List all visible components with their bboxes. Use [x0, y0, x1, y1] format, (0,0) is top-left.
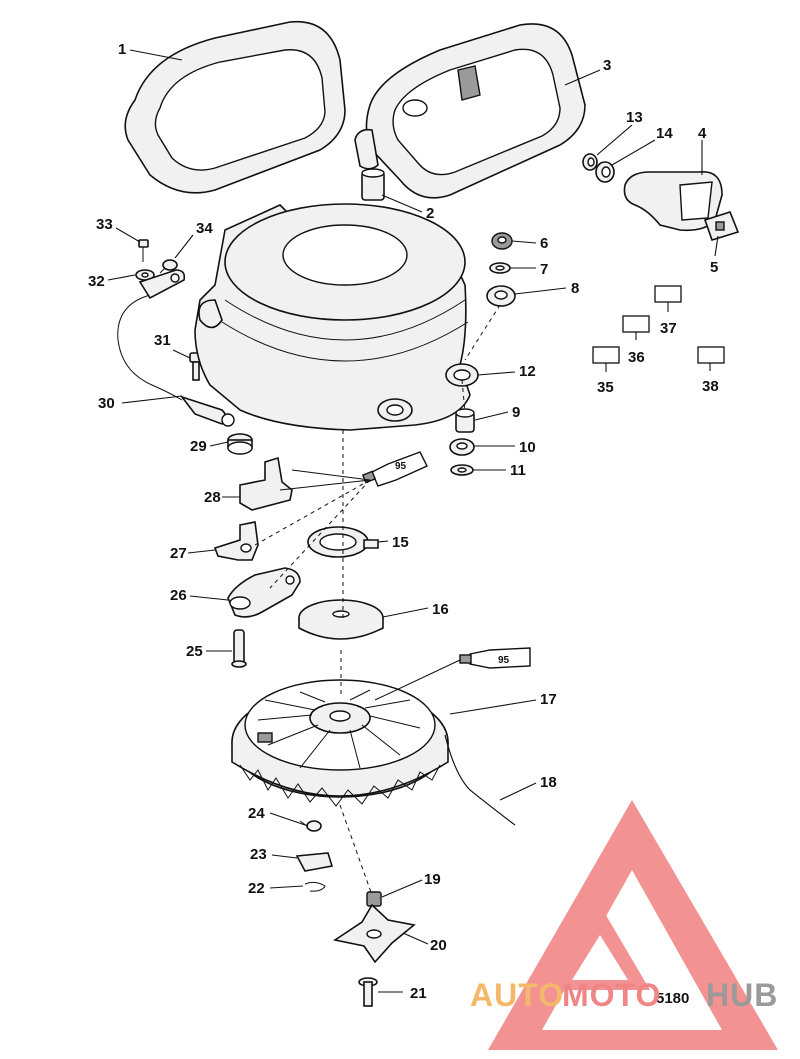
callout-3: 3: [603, 57, 611, 74]
callout-6: 6: [540, 235, 548, 252]
part-34-clip: [159, 259, 178, 274]
callout-9: 9: [512, 404, 520, 421]
callout-38: 38: [702, 378, 719, 395]
part-10-grommet: [449, 438, 475, 456]
callout-22: 22: [248, 880, 265, 897]
part-35-decal-box: [592, 346, 620, 364]
callout-5: 5: [710, 259, 718, 276]
callout-12: 12: [519, 363, 536, 380]
callout-2: 2: [426, 205, 434, 222]
part-2-bushing: [361, 168, 385, 201]
part-16-spring-housing: [298, 599, 384, 640]
callout-21: 21: [410, 985, 427, 1002]
part-30-ground-wire: [117, 269, 235, 427]
leader-lines: [107, 49, 719, 993]
callout-numbers: 1 2 3 4 5 6 7 8 9 10 11 12 13 14 15 16 1…: [88, 41, 719, 1002]
assembly-lines: [254, 304, 501, 896]
callout-14: 14: [656, 125, 673, 142]
part-37-decal-box: [654, 285, 682, 303]
callout-27: 27: [170, 545, 187, 562]
callout-15: 15: [392, 534, 409, 551]
watermark-text-auto: AUTO: [470, 977, 564, 1013]
part-17-pulley: [231, 679, 449, 807]
part-36-decal-box: [622, 315, 650, 333]
figure-number: 5180: [656, 990, 689, 1007]
callout-23: 23: [250, 846, 267, 863]
part-38-decal-box: [697, 346, 725, 364]
callout-16: 16: [432, 601, 449, 618]
part-5-handle-insert: [703, 211, 740, 241]
callout-35: 35: [597, 379, 614, 396]
part-6-nut: [491, 232, 513, 250]
callout-11: 11: [510, 462, 526, 479]
callout-28: 28: [204, 489, 221, 506]
part-23-pawl: [295, 852, 334, 872]
part-1-seal-ring: [124, 20, 346, 194]
callout-26: 26: [170, 587, 187, 604]
part-24-spring: [299, 820, 322, 832]
callout-31: 31: [154, 332, 171, 349]
callout-33: 33: [96, 216, 113, 233]
part-3-cover-housing: [354, 23, 586, 199]
callout-10: 10: [519, 439, 536, 456]
part-14-bushing: [595, 161, 615, 183]
watermark-text-hub: HUB: [706, 977, 778, 1013]
callout-34: 34: [196, 220, 213, 237]
callout-13: 13: [626, 109, 643, 126]
callout-1: 1: [118, 41, 126, 58]
callout-4: 4: [698, 125, 707, 142]
part-28-lever: [239, 456, 293, 511]
watermark-text-moto: MOTO: [562, 977, 661, 1013]
callout-30: 30: [98, 395, 115, 412]
sealant-95-label-upper: 95: [395, 461, 407, 472]
callout-19: 19: [424, 871, 441, 888]
part-22-clip: [304, 881, 326, 892]
callout-32: 32: [88, 273, 105, 290]
part-26-cam-plate: [227, 567, 301, 618]
part-9-spacer: [455, 408, 475, 433]
part-4-starter-handle: [623, 171, 723, 232]
part-12-main-housing: [194, 203, 479, 431]
part-7-washer: [489, 262, 511, 274]
watermark-text: AUTO MOTO HUB: [470, 977, 778, 1013]
callout-8: 8: [571, 280, 579, 297]
callout-7: 7: [540, 261, 548, 278]
callout-17: 17: [540, 691, 557, 708]
part-20-drive-plate: [332, 903, 416, 964]
part-29-spring: [227, 433, 253, 455]
sealant-tube-lower: [459, 647, 531, 669]
callout-36: 36: [628, 349, 645, 366]
part-18-starter-rope: [444, 734, 516, 826]
part-27-bracket: [213, 521, 259, 561]
callout-18: 18: [540, 774, 557, 791]
callout-29: 29: [190, 438, 207, 455]
part-8-grommet: [486, 285, 516, 307]
watermark-logo-icon: [488, 800, 778, 1050]
part-25-pin: [231, 629, 247, 668]
callout-37: 37: [660, 320, 677, 337]
callout-24: 24: [248, 805, 265, 822]
part-15-retainer: [307, 526, 379, 558]
callout-25: 25: [186, 643, 203, 660]
callout-20: 20: [430, 937, 447, 954]
part-21-screw: [358, 977, 378, 1007]
sealant-95-label-lower: 95: [498, 655, 510, 666]
part-13-washer: [582, 153, 598, 171]
part-19-nut: [366, 891, 382, 907]
part-11-washer: [450, 464, 474, 476]
part-33-screw: [138, 239, 149, 262]
